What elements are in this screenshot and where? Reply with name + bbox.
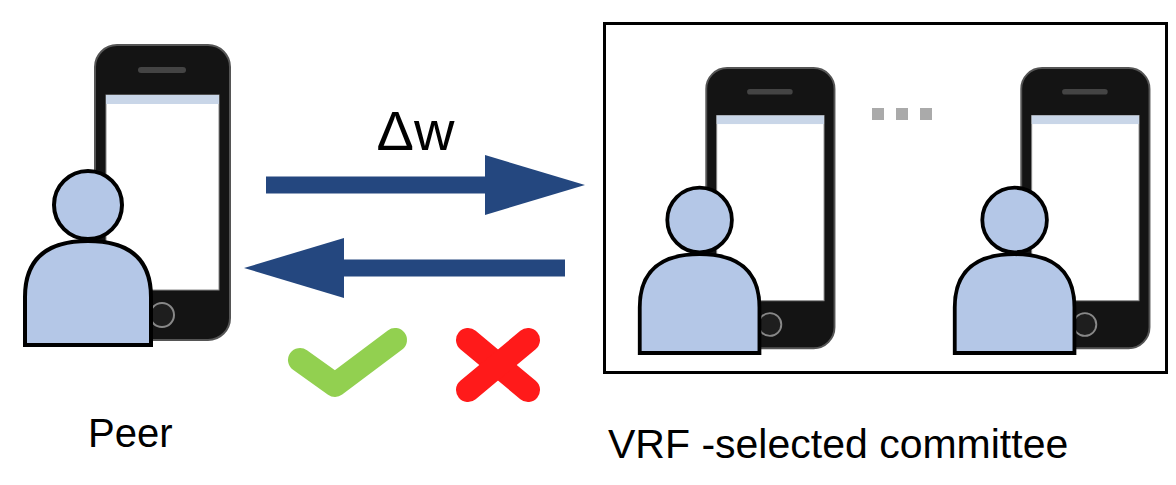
- peer-icon: [25, 45, 230, 345]
- arrow-connector: [244, 238, 565, 298]
- peer-icon: [955, 68, 1150, 353]
- check-mark: [300, 340, 395, 385]
- committee-box: VRF -selected committee: [603, 22, 1168, 374]
- cross-mark: [468, 340, 528, 390]
- node-label: VRF -selected committee: [608, 421, 1068, 468]
- node-label: Peer: [88, 410, 173, 456]
- peer-icon: [640, 68, 835, 353]
- ellipsis-dots: [872, 108, 932, 120]
- peer-node: Peer: [20, 40, 252, 480]
- edge-label: Δw: [377, 99, 455, 163]
- arrow-connector: [266, 155, 585, 215]
